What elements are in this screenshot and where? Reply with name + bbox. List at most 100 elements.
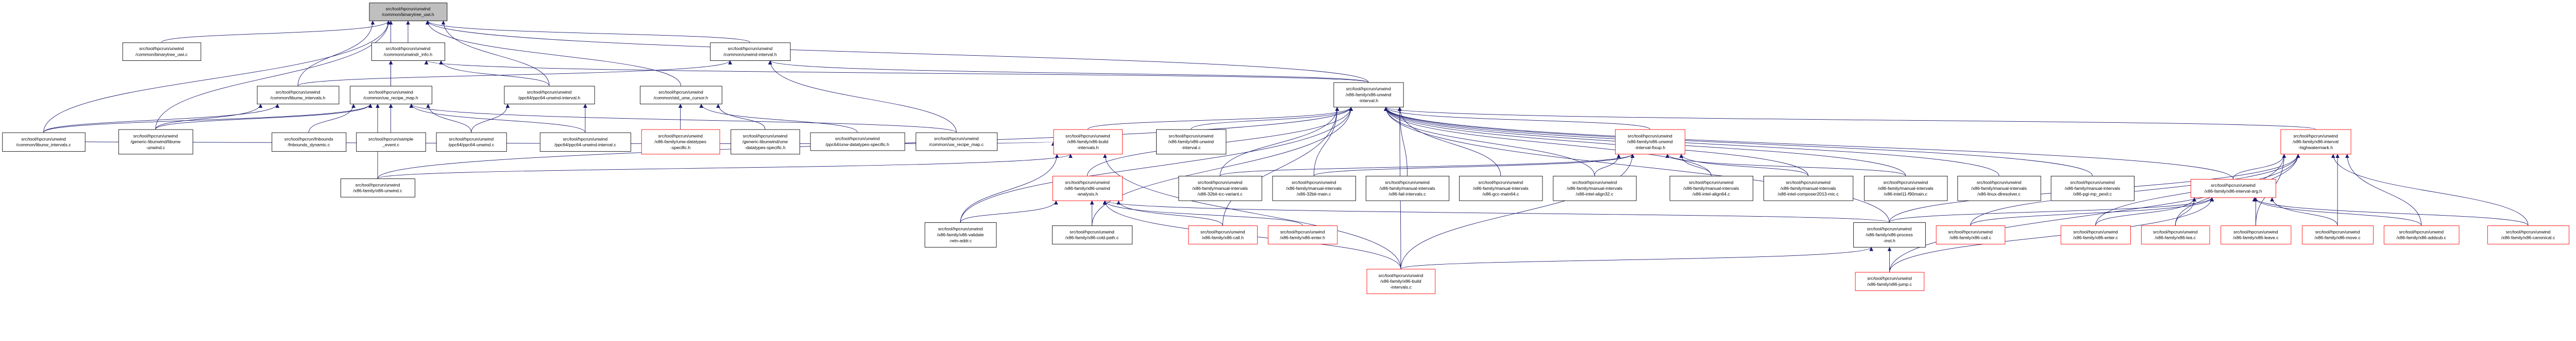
node-fnb_c[interactable]: src/tool/hpcrun/fnbounds/fnbounds_dynami… (272, 132, 347, 152)
node-bi_c[interactable]: src/tool/hpcrun/unwind/x86-family/x86-bu… (1366, 269, 1436, 294)
node-box[interactable] (350, 86, 432, 105)
node-x86ui_c[interactable]: src/tool/hpcrun/unwind/x86-family/x86-un… (1156, 129, 1227, 155)
node-box[interactable] (1957, 175, 2041, 201)
node-box[interactable] (1864, 175, 1948, 201)
node-proc_h[interactable]: src/tool/hpcrun/unwind/x86-family/x86-pr… (1853, 222, 1926, 248)
node-box[interactable] (1669, 175, 1753, 201)
node-box[interactable] (257, 86, 340, 105)
node-pgi[interactable]: src/tool/hpcrun/unwind/x86-family/manual… (2050, 175, 2134, 201)
node-box[interactable] (356, 132, 426, 152)
node-box[interactable] (1156, 129, 1227, 155)
node-ppcdt_h[interactable]: src/tool/hpcrun/unwind/ppc64/unw-datatyp… (810, 132, 905, 151)
node-jump_c[interactable]: src/tool/hpcrun/unwind/x86-family/x86-ju… (1855, 272, 1925, 291)
node-libunw_c[interactable]: src/tool/hpcrun/unwind/common/libunw_int… (2, 132, 86, 152)
node-canon_c[interactable]: src/tool/hpcrun/unwind/x86-family/x86-ca… (2487, 225, 2569, 245)
node-box[interactable] (640, 86, 722, 105)
node-arg_h[interactable]: src/tool/hpcrun/unwind/x86-family/x86-in… (2191, 178, 2276, 198)
node-x86uw_c[interactable]: src/tool/hpcrun/unwind/x86-family/x86-un… (340, 178, 415, 198)
node-main[interactable]: src/tool/hpcrun/unwind/common/binarytree… (369, 3, 448, 21)
node-box[interactable] (1272, 175, 1356, 201)
node-box[interactable] (1615, 129, 1686, 155)
node-bt_c[interactable]: src/tool/hpcrun/unwind/common/binarytree… (122, 42, 201, 61)
node-box[interactable] (2280, 129, 2351, 155)
node-box[interactable] (340, 178, 415, 198)
node-cold[interactable]: src/tool/hpcrun/unwind/x86-family/x86-co… (1052, 225, 1133, 245)
node-box[interactable] (2060, 225, 2131, 245)
node-f90[interactable]: src/tool/hpcrun/unwind/x86-family/manual… (1864, 175, 1948, 201)
node-sample_c[interactable]: src/tool/hpcrun/sample_event.c (356, 132, 426, 152)
node-bi_h[interactable]: src/tool/hpcrun/unwind/x86-family/x86-bu… (1053, 129, 1123, 155)
node-box[interactable] (1936, 225, 2006, 245)
node-box[interactable] (710, 42, 791, 61)
node-hwm_h[interactable]: src/tool/hpcrun/unwind/x86-family/x86-in… (2280, 129, 2351, 155)
node-libunwind_c[interactable]: src/tool/hpcrun/unwind/generic-libunwind… (118, 129, 193, 155)
node-fixup_h[interactable]: src/tool/hpcrun/unwind/x86-family/x86-un… (1615, 129, 1686, 155)
node-call_h[interactable]: src/tool/hpcrun/unwind/x86-family/x86-ca… (1188, 225, 1258, 245)
node-box[interactable] (371, 42, 445, 61)
node-cursor_h[interactable]: src/tool/hpcrun/unwind/common/std_unw_cu… (640, 86, 722, 105)
node-x86dt_h[interactable]: src/tool/hpcrun/unwind/x86-family/unw-da… (641, 129, 720, 155)
node-box[interactable] (641, 129, 720, 155)
node-m32[interactable]: src/tool/hpcrun/unwind/x86-family/manual… (1272, 175, 1356, 201)
node-box[interactable] (1366, 269, 1436, 294)
node-mic[interactable]: src/tool/hpcrun/unwind/x86-family/manual… (1763, 175, 1854, 201)
node-box[interactable] (122, 42, 201, 61)
node-icc[interactable]: src/tool/hpcrun/unwind/x86-family/manual… (1178, 175, 1262, 201)
node-uwrm_c[interactable]: src/tool/hpcrun/unwind/common/uw_recipe_… (916, 132, 998, 151)
node-box[interactable] (1333, 82, 1404, 108)
node-validate[interactable]: src/tool/hpcrun/unwind/x86-family/x86-va… (924, 222, 997, 248)
node-box[interactable] (118, 129, 193, 155)
node-ppc_uw_c[interactable]: src/tool/hpcrun/unwind/ppc64/ppc64-unwin… (436, 132, 507, 152)
node-box[interactable] (2302, 225, 2374, 245)
node-enter_c[interactable]: src/tool/hpcrun/unwind/x86-family/x86-en… (2060, 225, 2131, 245)
node-box[interactable] (1855, 272, 1925, 291)
node-box[interactable] (924, 222, 997, 248)
node-box[interactable] (2221, 225, 2292, 245)
node-box[interactable] (436, 132, 507, 152)
node-box[interactable] (2, 132, 86, 152)
node-box[interactable] (1267, 225, 1338, 245)
node-box[interactable] (810, 132, 905, 151)
node-box[interactable] (1763, 175, 1854, 201)
node-box[interactable] (731, 129, 800, 155)
node-box[interactable] (2191, 178, 2276, 198)
node-box[interactable] (2383, 225, 2460, 245)
node-box[interactable] (369, 3, 448, 21)
node-fail[interactable]: src/tool/hpcrun/unwind/x86-family/manual… (1365, 175, 1450, 201)
node-box[interactable] (1053, 129, 1123, 155)
node-al32[interactable]: src/tool/hpcrun/unwind/x86-family/manual… (1553, 175, 1637, 201)
node-uwrm_h[interactable]: src/tool/hpcrun/unwind/common/uw_recipe_… (350, 86, 432, 105)
node-uwint_h[interactable]: src/tool/hpcrun/unwind/common/unwind-int… (710, 42, 791, 61)
node-box[interactable] (916, 132, 998, 151)
node-gendt_h[interactable]: src/tool/hpcrun/unwind/generic-libunwind… (731, 129, 800, 155)
node-box[interactable] (272, 132, 347, 152)
node-dlres[interactable]: src/tool/hpcrun/unwind/x86-family/manual… (1957, 175, 2041, 201)
node-box[interactable] (1052, 175, 1123, 201)
node-call_c[interactable]: src/tool/hpcrun/unwind/x86-family/x86-ca… (1936, 225, 2006, 245)
node-al64[interactable]: src/tool/hpcrun/unwind/x86-family/manual… (1669, 175, 1753, 201)
node-ua_h[interactable]: src/tool/hpcrun/unwind/x86-family/x86-un… (1052, 175, 1123, 201)
node-gcc64[interactable]: src/tool/hpcrun/unwind/x86-family/manual… (1459, 175, 1543, 201)
node-box[interactable] (1853, 222, 1926, 248)
node-x86ui_h[interactable]: src/tool/hpcrun/unwind/x86-family/x86-un… (1333, 82, 1404, 108)
node-leave_c[interactable]: src/tool/hpcrun/unwind/x86-family/x86-le… (2221, 225, 2292, 245)
node-libunw_h[interactable]: src/tool/hpcrun/unwind/common/libunw_int… (257, 86, 340, 105)
node-move_c[interactable]: src/tool/hpcrun/unwind/x86-family/x86-mo… (2302, 225, 2374, 245)
node-box[interactable] (2487, 225, 2569, 245)
node-box[interactable] (504, 86, 595, 105)
node-ppc_ui_h[interactable]: src/tool/hpcrun/unwind/ppc64/ppc64-unwin… (504, 86, 595, 105)
node-enter_h[interactable]: src/tool/hpcrun/unwind/x86-family/x86-en… (1267, 225, 1338, 245)
node-box[interactable] (1188, 225, 1258, 245)
node-box[interactable] (1365, 175, 1450, 201)
node-box[interactable] (539, 132, 631, 152)
node-box[interactable] (2141, 225, 2210, 245)
node-addsub_c[interactable]: src/tool/hpcrun/unwind/x86-family/x86-ad… (2383, 225, 2460, 245)
node-lea_c[interactable]: src/tool/hpcrun/unwind/x86-family/x86-le… (2141, 225, 2210, 245)
node-box[interactable] (1178, 175, 1262, 201)
node-box[interactable] (2050, 175, 2134, 201)
node-box[interactable] (1553, 175, 1637, 201)
node-box[interactable] (1459, 175, 1543, 201)
node-ppc_ui_c[interactable]: src/tool/hpcrun/unwind/ppc64/ppc64-unwin… (539, 132, 631, 152)
node-unwindr[interactable]: src/tool/hpcrun/unwind/common/unwindr_in… (371, 42, 445, 61)
node-box[interactable] (1052, 225, 1133, 245)
